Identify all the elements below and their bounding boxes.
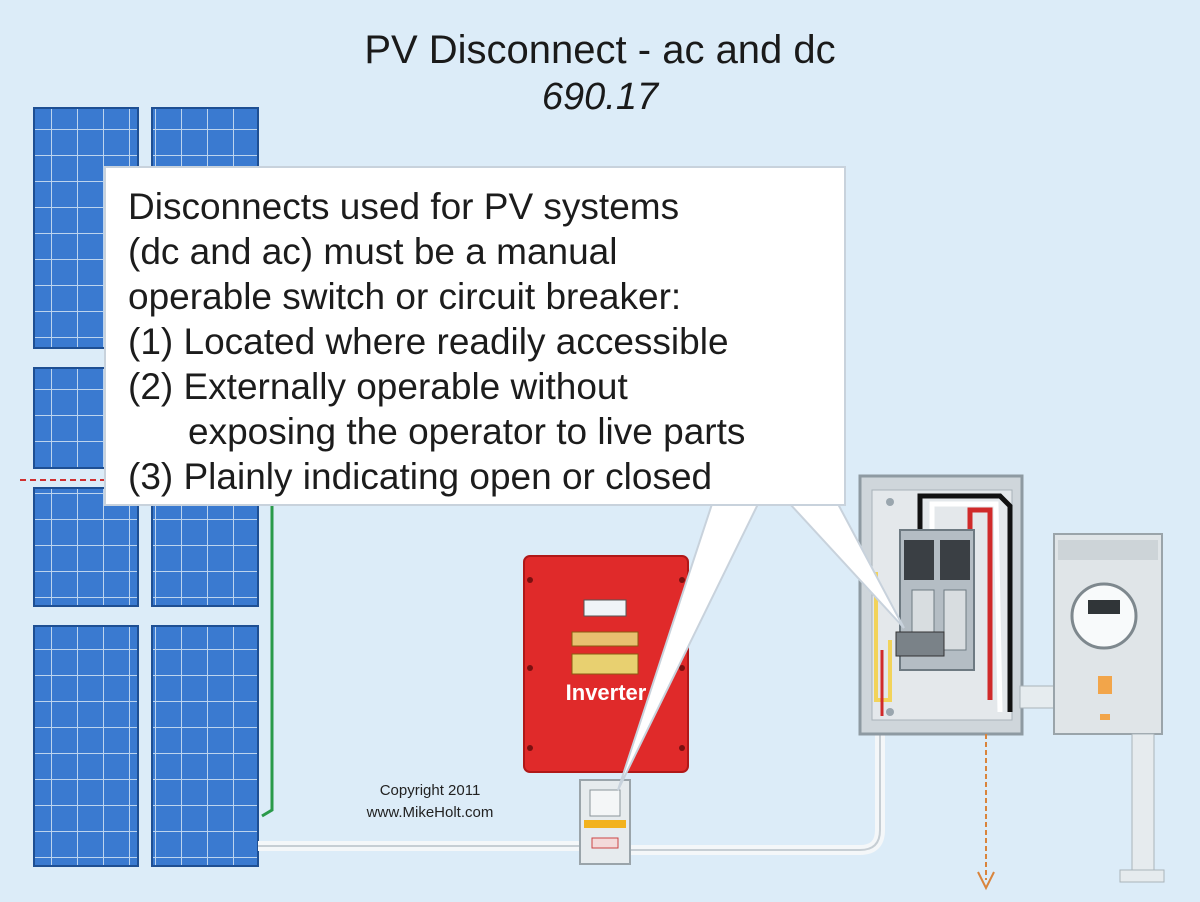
- solar-panel: [151, 625, 259, 867]
- callout-line: (1) Located where readily accessible: [128, 321, 729, 362]
- utility-meter: [1053, 533, 1165, 883]
- solar-panel: [33, 487, 139, 607]
- callout-line: Disconnects used for PV systems: [128, 186, 680, 227]
- dc-disconnect: [579, 779, 631, 865]
- copyright-text: Copyright 2011: [379, 782, 481, 799]
- callout-line: operable switch or circuit breaker:: [128, 276, 682, 317]
- callout-line: (dc and ac) must be a manual: [128, 231, 618, 272]
- inverter-display: [583, 599, 627, 617]
- callout-line: exposing the operator to live parts: [188, 411, 746, 452]
- service-panel: [858, 474, 1024, 736]
- copyright-url: www.MikeHolt.com: [366, 804, 494, 821]
- code-reference: 690.17: [541, 76, 659, 118]
- solar-panel: [151, 487, 259, 607]
- solar-panel: [33, 625, 139, 867]
- callout-line: (3) Plainly indicating open or closed: [128, 456, 713, 497]
- requirements-callout: Disconnects used for PV systems (dc and …: [104, 166, 846, 506]
- inverter-label: Inverter: [565, 680, 647, 705]
- callout-line: (2) Externally operable without: [128, 366, 628, 407]
- diagram-title: PV Disconnect - ac and dc: [364, 28, 836, 72]
- meter-dial: [1070, 582, 1138, 650]
